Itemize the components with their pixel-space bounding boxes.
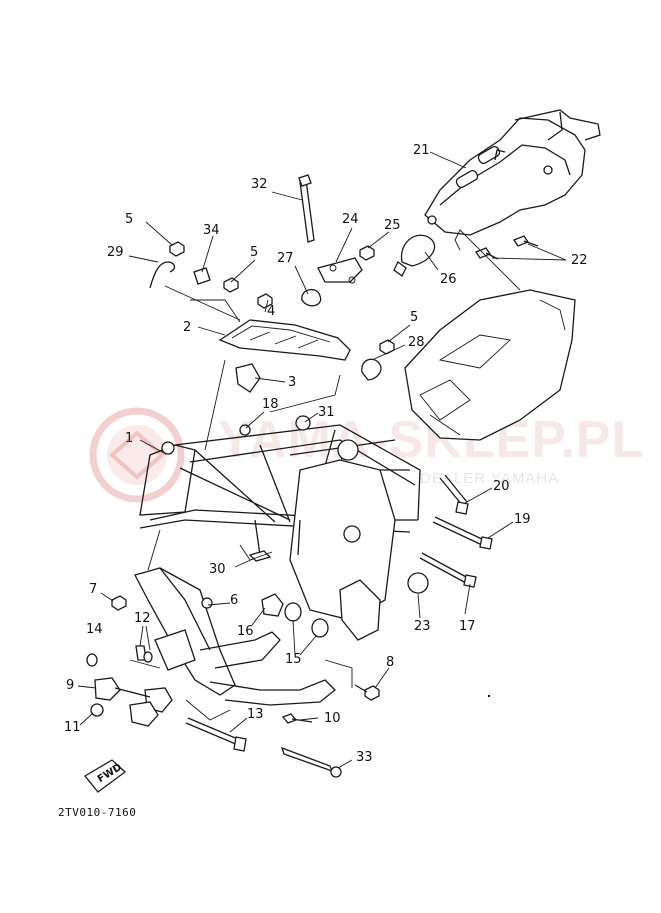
damper-31-part xyxy=(295,415,311,431)
callout-23: 23 xyxy=(414,619,431,634)
bracket-24-part xyxy=(317,257,363,283)
clamp-part xyxy=(400,234,436,267)
callout-18: 18 xyxy=(262,397,279,412)
bracket-16-part xyxy=(261,593,284,617)
damper-9-part xyxy=(94,677,121,701)
band-32-part xyxy=(299,179,315,243)
callout-14: 14 xyxy=(86,622,103,637)
downtube-6-part xyxy=(134,567,336,706)
band-33-part xyxy=(280,746,342,778)
fwd-arrow-icon xyxy=(84,759,127,793)
leader-lines xyxy=(77,151,567,769)
callout-9: 9 xyxy=(66,678,75,693)
callout-30: 30 xyxy=(209,562,226,577)
callout-34: 34 xyxy=(203,223,220,238)
callout-21: 21 xyxy=(413,143,430,158)
callout-8: 8 xyxy=(386,655,395,670)
diagram-code: 2TV010-7160 xyxy=(58,806,137,819)
callout-19: 19 xyxy=(514,512,531,527)
bolt-19-part xyxy=(432,516,493,550)
bolt-10-part xyxy=(281,713,298,724)
callout-13: 13 xyxy=(247,707,264,722)
side-cover-part xyxy=(404,289,576,441)
callout-2: 2 xyxy=(183,320,192,335)
callout-28: 28 xyxy=(408,335,425,350)
callout-7: 7 xyxy=(89,582,98,597)
callout-20: 20 xyxy=(493,479,510,494)
callout-24: 24 xyxy=(342,212,359,227)
callout-31: 31 xyxy=(318,405,335,420)
bolt-8-part xyxy=(364,685,380,701)
bracket-3-part xyxy=(235,363,261,393)
callout-33: 33 xyxy=(356,750,373,765)
callout-26: 26 xyxy=(440,272,457,287)
callout-11: 11 xyxy=(64,720,81,735)
cap-23-part xyxy=(407,572,429,594)
bolt-13-part xyxy=(185,717,247,752)
callout-29: 29 xyxy=(107,245,124,260)
callout-1: 1 xyxy=(125,431,134,446)
clip-28-part xyxy=(361,358,382,381)
callout-22: 22 xyxy=(571,253,588,268)
nut-18-part xyxy=(239,424,251,436)
bolt-17-part xyxy=(419,552,477,588)
bolt-7-part xyxy=(111,595,127,611)
callout-4: 4 xyxy=(267,304,276,319)
assembly-guides xyxy=(129,229,521,721)
bolt-25-part xyxy=(359,245,375,261)
rear-frame-part xyxy=(424,109,601,236)
callout-17: 17 xyxy=(459,619,476,634)
callout-5: 5 xyxy=(410,310,419,325)
callout-15: 15 xyxy=(285,652,302,667)
callout-32: 32 xyxy=(251,177,268,192)
callout-5: 5 xyxy=(125,212,134,227)
spacer-15-part xyxy=(284,602,329,638)
callout-6: 6 xyxy=(230,593,239,608)
bolt-20-part xyxy=(439,474,469,515)
watermark-subtext: DEALER YAMAHA xyxy=(420,470,560,487)
callout-16: 16 xyxy=(237,624,254,639)
callout-5: 5 xyxy=(250,245,259,260)
grommet-27-part xyxy=(301,289,322,307)
main-frame-part xyxy=(139,415,421,641)
callout-3: 3 xyxy=(288,375,297,390)
nut-14-part xyxy=(86,653,98,667)
bolt-4-part xyxy=(257,293,273,309)
callout-27: 27 xyxy=(277,251,294,266)
callout-12: 12 xyxy=(134,611,151,626)
damper-34-part xyxy=(193,267,211,285)
nut-11-part xyxy=(90,703,104,717)
clip-29-part xyxy=(149,261,176,289)
callout-25: 25 xyxy=(384,218,401,233)
callout-10: 10 xyxy=(324,711,341,726)
